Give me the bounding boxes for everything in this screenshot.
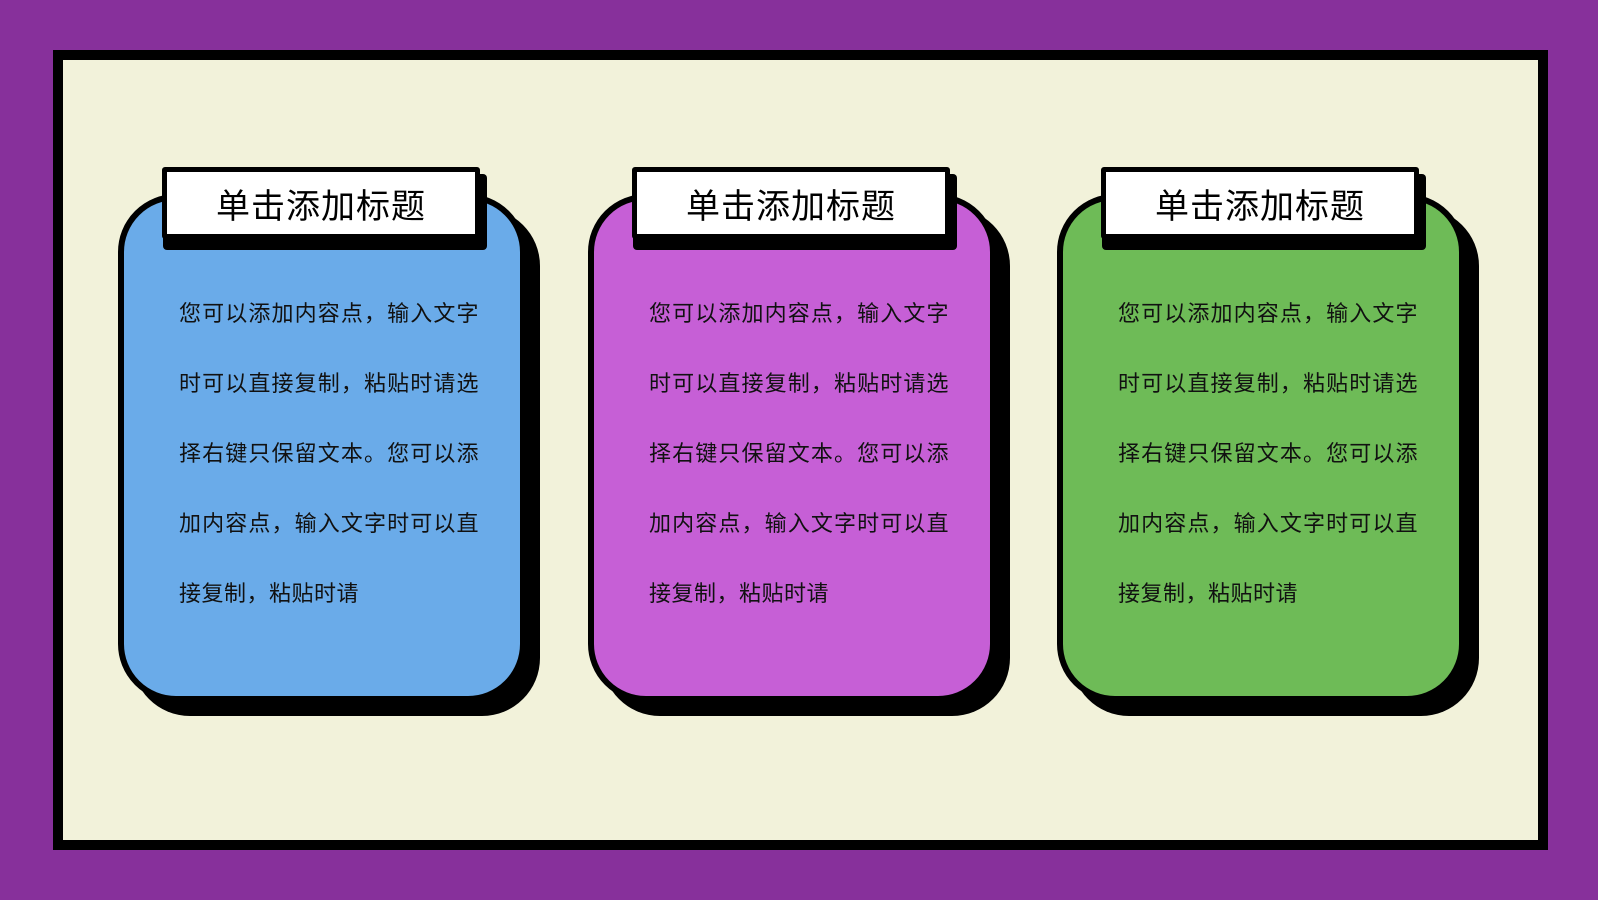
content-card-2: 您可以添加内容点，输入文字时可以直接复制，粘贴时请选择右键只保留文本。您可以添加… — [588, 167, 1010, 716]
card-body: 您可以添加内容点，输入文字时可以直接复制，粘贴时请选择右键只保留文本。您可以添加… — [588, 194, 996, 702]
card-title[interactable]: 单击添加标题 — [216, 186, 426, 227]
card-body-text[interactable]: 您可以添加内容点，输入文字时可以直接复制，粘贴时请选择右键只保留文本。您可以添加… — [179, 302, 479, 607]
card-body: 您可以添加内容点，输入文字时可以直接复制，粘贴时请选择右键只保留文本。您可以添加… — [1057, 194, 1465, 702]
card-title-box[interactable]: 单击添加标题 — [1101, 167, 1419, 239]
card-title-box[interactable]: 单击添加标题 — [162, 167, 480, 239]
card-body: 您可以添加内容点，输入文字时可以直接复制，粘贴时请选择右键只保留文本。您可以添加… — [118, 194, 526, 702]
card-body-text[interactable]: 您可以添加内容点，输入文字时可以直接复制，粘贴时请选择右键只保留文本。您可以添加… — [1118, 302, 1418, 607]
card-title-box[interactable]: 单击添加标题 — [632, 167, 950, 239]
content-card-1: 您可以添加内容点，输入文字时可以直接复制，粘贴时请选择右键只保留文本。您可以添加… — [118, 167, 540, 716]
card-body-text[interactable]: 您可以添加内容点，输入文字时可以直接复制，粘贴时请选择右键只保留文本。您可以添加… — [649, 302, 949, 607]
card-title[interactable]: 单击添加标题 — [686, 186, 896, 227]
content-card-3: 您可以添加内容点，输入文字时可以直接复制，粘贴时请选择右键只保留文本。您可以添加… — [1057, 167, 1479, 716]
card-title[interactable]: 单击添加标题 — [1155, 186, 1365, 227]
